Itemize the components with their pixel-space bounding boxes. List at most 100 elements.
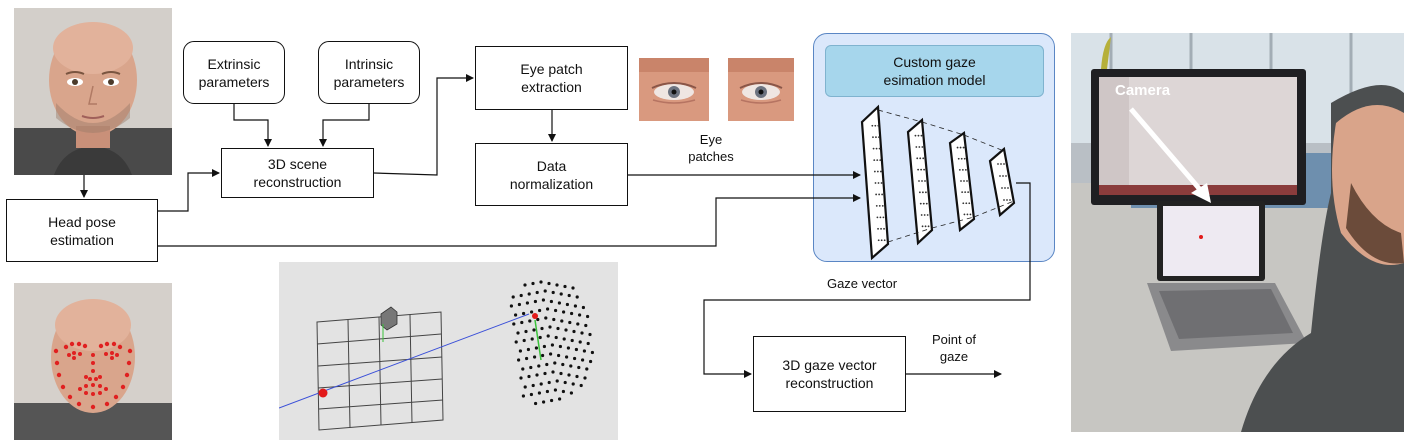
face-point [580,331,584,335]
nn-node [876,216,879,219]
face-point [562,337,566,341]
nn-layer-3 [948,131,976,233]
face-point [540,326,544,331]
nn-node [956,146,959,149]
face-point [545,389,549,394]
face-point [553,388,557,392]
nn-node [924,180,926,182]
nn-node [916,157,919,160]
face-point [520,320,524,325]
arrow-headpose-to-scene [158,169,220,212]
data-norm-box: Data normalization [475,143,628,206]
nn-node [964,191,967,194]
nn-node [967,191,970,194]
nn-node [874,124,877,127]
face-point [514,340,518,344]
face-point [522,338,526,343]
face-point [583,376,587,380]
nn-node [1000,163,1002,165]
face-point [547,380,551,385]
nn-node [914,134,917,137]
camera-label: Camera [1115,82,1171,99]
extrinsic-label: Extrinsic parameters [198,55,270,90]
nn-node [961,191,964,194]
face-point [579,383,583,388]
face-point [585,367,589,371]
nn-node [966,213,969,216]
face-point [534,346,538,350]
face-point [581,358,585,362]
face-point [525,356,529,361]
gaze3d-label: 3D gaze vector reconstruction [782,357,877,391]
face-point [553,361,557,365]
point-of-gaze-label: Point of gaze [931,332,977,364]
nn-node [883,227,885,230]
face-point [519,376,523,380]
face-point [570,311,574,316]
nn-node [883,239,886,242]
nn-node [960,157,963,160]
scene3d-box: 3D scene reconstruction [221,148,374,198]
head-pose-label: Head pose estimation [48,213,116,248]
face-point [554,308,558,313]
face-point [541,298,545,302]
face-point [529,392,533,397]
face-point [546,307,550,311]
nn-node [959,146,962,149]
face-point [563,284,567,289]
nn-node [926,214,929,216]
face-point [549,299,553,304]
face-photo-landmarks [14,283,172,440]
extrinsic-box: Extrinsic parameters [183,41,285,104]
model-title: Custom gaze esimation model [883,54,986,88]
face-point [562,310,566,314]
nn-node [873,159,876,161]
nn-node [1003,163,1005,165]
face-point [530,337,534,341]
nn-node [877,227,879,230]
nn-node [1007,187,1009,189]
nn-node [920,134,923,137]
face-point [571,286,575,290]
eye-patch-label: Eye patch extraction [520,61,583,95]
face-point [527,374,531,379]
nn-node [966,180,968,182]
face-point [551,370,555,374]
nn-node [968,202,971,205]
arrow-extrinsic-to-scene [233,104,272,147]
nn-node [875,147,878,150]
face-point [521,367,525,371]
nn-node [925,202,928,205]
face-point [534,401,538,406]
nn-node [878,193,881,196]
nn-node [879,170,882,173]
face-point [526,347,530,352]
face-point [581,305,585,310]
face-point [564,328,568,332]
face-point [522,311,526,316]
face-point [573,304,577,308]
face-point [569,391,573,395]
nn-node [969,213,972,216]
3d-gaze-scene-render [279,262,618,440]
nn-node [876,170,879,173]
nn-node [881,193,884,196]
nn-node [879,216,882,219]
face-point [537,391,541,395]
face-point [582,349,586,353]
nn-node [924,225,927,228]
face-point [571,382,575,386]
face-point [523,385,527,389]
nn-node [921,180,923,182]
eye-patch-left [639,58,709,121]
nn-node [1006,199,1008,201]
nn-node [880,227,882,230]
nn-node [875,193,878,196]
nn-node [881,205,884,207]
nn-node [875,136,877,139]
face-point [565,302,569,307]
nn-node [877,239,880,242]
nn-node [875,205,878,207]
face-point [516,331,520,335]
